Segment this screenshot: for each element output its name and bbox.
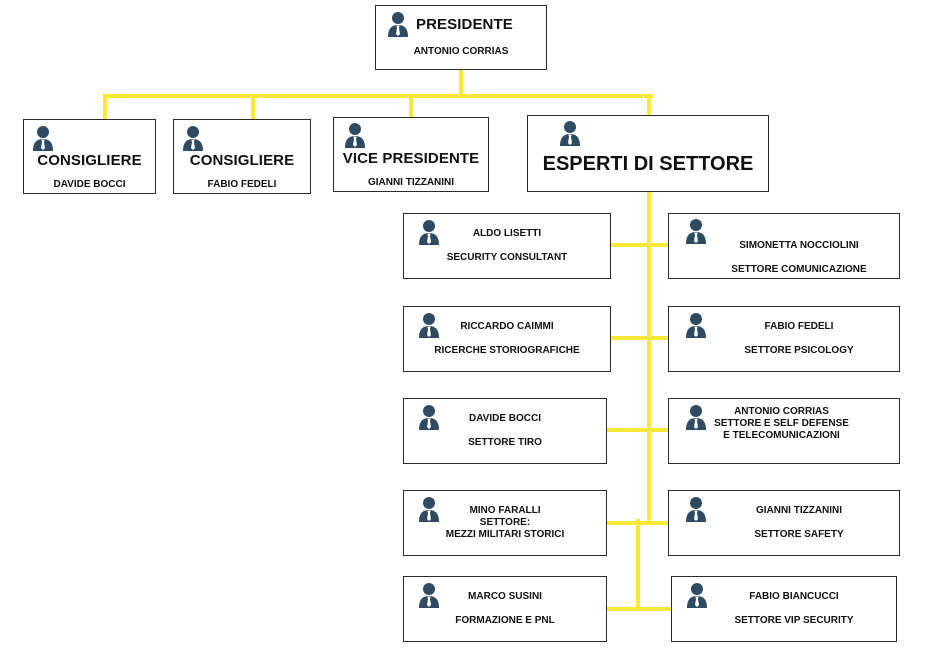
- role-title: CONSIGLIERE: [37, 152, 142, 169]
- person-tie-icon: [685, 218, 707, 244]
- person-tie-icon: [418, 404, 440, 430]
- connector: [103, 94, 107, 120]
- person-tie-icon: [418, 219, 440, 245]
- person-tie-icon: [32, 125, 54, 151]
- person-tie-icon: [685, 312, 707, 338]
- person-role: FORMAZIONE E PNL: [455, 615, 555, 626]
- president-box: PRESIDENTE ANTONIO CORRIAS: [375, 5, 547, 70]
- person-role: SETTORE:: [479, 517, 531, 528]
- connector: [607, 428, 669, 432]
- person-tie-icon: [685, 404, 707, 430]
- person-tie-icon: [344, 122, 366, 148]
- connector: [636, 519, 640, 610]
- person-tie-icon: [387, 11, 409, 37]
- connector: [409, 94, 413, 118]
- person-tie-icon: [182, 125, 204, 151]
- connector: [647, 191, 651, 525]
- president-title: PRESIDENTE: [416, 16, 513, 33]
- expert-box-right-4: GIANNI TIZZANINI SETTORE SAFETY: [668, 490, 900, 556]
- consigliere-box-2: CONSIGLIERE FABIO FEDELI: [173, 119, 311, 194]
- person-name: DAVIDE BOCCI: [468, 413, 542, 424]
- person-role: SETTORE COMUNICAZIONE: [731, 264, 867, 275]
- expert-box-left-5: MARCO SUSINI FORMAZIONE E PNL: [403, 576, 607, 642]
- connector: [251, 94, 255, 120]
- expert-box-right-2: FABIO FEDELI SETTORE PSICOLOGY: [668, 306, 900, 372]
- connector: [611, 243, 669, 247]
- expert-box-left-3: DAVIDE BOCCI SETTORE TIRO: [403, 398, 607, 464]
- person-name: FABIO BIANCUCCI: [749, 591, 839, 602]
- expert-box-left-1: ALDO LISETTI SECURITY CONSULTANT: [403, 213, 611, 279]
- person-role: SETTORE SAFETY: [754, 529, 844, 540]
- person-tie-icon: [418, 582, 440, 608]
- person-name: DAVIDE BOCCI: [53, 179, 126, 190]
- connector: [607, 607, 671, 611]
- expert-box-right-3: ANTONIO CORRIAS SETTORE E SELF DEFENSE E…: [668, 398, 900, 464]
- person-name: FABIO FEDELI: [207, 179, 277, 190]
- experts-box: ESPERTI DI SETTORE: [527, 115, 769, 192]
- person-tie-icon: [685, 496, 707, 522]
- expert-box-left-2: RICCARDO CAIMMI RICERCHE STORIOGRAFICHE: [403, 306, 611, 372]
- president-name: ANTONIO CORRIAS: [413, 46, 509, 57]
- person-role: SETTORE VIP SECURITY: [734, 615, 854, 626]
- consigliere-box-1: CONSIGLIERE DAVIDE BOCCI: [23, 119, 156, 194]
- person-name: RICCARDO CAIMMI: [460, 321, 554, 332]
- person-name: ANTONIO CORRIAS: [734, 406, 829, 417]
- role-title: VICE PRESIDENTE: [342, 150, 480, 167]
- person-role: SETTORE TIRO: [468, 437, 542, 448]
- connector: [459, 69, 463, 96]
- person-role: E TELECOMUNICAZIONI: [723, 430, 840, 441]
- person-name: ALDO LISETTI: [472, 228, 542, 239]
- person-name: GIANNI TIZZANINI: [755, 505, 843, 516]
- expert-box-right-1: SIMONETTA NOCCIOLINI SETTORE COMUNICAZIO…: [668, 213, 900, 279]
- connector: [103, 94, 653, 98]
- person-role: MEZZI MILITARI STORICI: [445, 529, 565, 540]
- role-title: CONSIGLIERE: [189, 152, 295, 169]
- vice-president-box: VICE PRESIDENTE GIANNI TIZZANINI: [333, 117, 489, 192]
- experts-title: ESPERTI DI SETTORE: [542, 153, 754, 175]
- person-role: SETTORE E SELF DEFENSE: [714, 418, 849, 429]
- person-role: SECURITY CONSULTANT: [446, 252, 568, 263]
- person-tie-icon: [418, 496, 440, 522]
- connector: [611, 336, 669, 340]
- person-name: MARCO SUSINI: [468, 591, 542, 602]
- person-tie-icon: [418, 312, 440, 338]
- person-name: GIANNI TIZZANINI: [367, 177, 455, 188]
- person-role: SETTORE PSICOLOGY: [744, 345, 854, 356]
- person-tie-icon: [686, 582, 708, 608]
- person-name: MINO FARALLI: [469, 505, 541, 516]
- expert-box-left-4: MINO FARALLI SETTORE: MEZZI MILITARI STO…: [403, 490, 607, 556]
- person-name: FABIO FEDELI: [764, 321, 834, 332]
- connector: [647, 94, 651, 116]
- person-tie-icon: [559, 120, 581, 146]
- expert-box-right-5: FABIO BIANCUCCI SETTORE VIP SECURITY: [671, 576, 897, 642]
- person-name: SIMONETTA NOCCIOLINI: [739, 240, 859, 251]
- person-role: RICERCHE STORIOGRAFICHE: [434, 345, 580, 356]
